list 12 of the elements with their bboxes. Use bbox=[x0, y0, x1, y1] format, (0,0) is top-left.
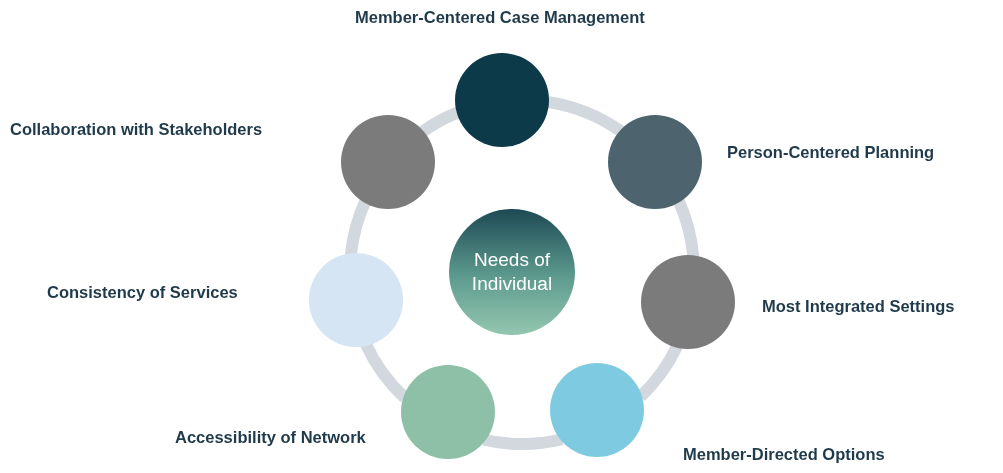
circle-label: Member-Centered Case Management bbox=[355, 8, 645, 27]
center-label: Needs of Individual bbox=[470, 248, 554, 296]
circle-label: Accessibility of Network bbox=[175, 428, 366, 447]
ring-connector bbox=[344, 198, 371, 257]
ring-connector bbox=[672, 198, 700, 259]
ring-connector bbox=[482, 433, 564, 450]
ring-connector bbox=[418, 106, 461, 138]
circle-label: Consistency of Services bbox=[47, 283, 238, 302]
circle-label: Most Integrated Settings bbox=[762, 297, 955, 316]
circle-label: Person-Centered Planning bbox=[727, 143, 935, 162]
circle-label: Collaboration with Stakeholders bbox=[10, 120, 263, 139]
circle-label: Member-Directed Options bbox=[683, 445, 885, 464]
